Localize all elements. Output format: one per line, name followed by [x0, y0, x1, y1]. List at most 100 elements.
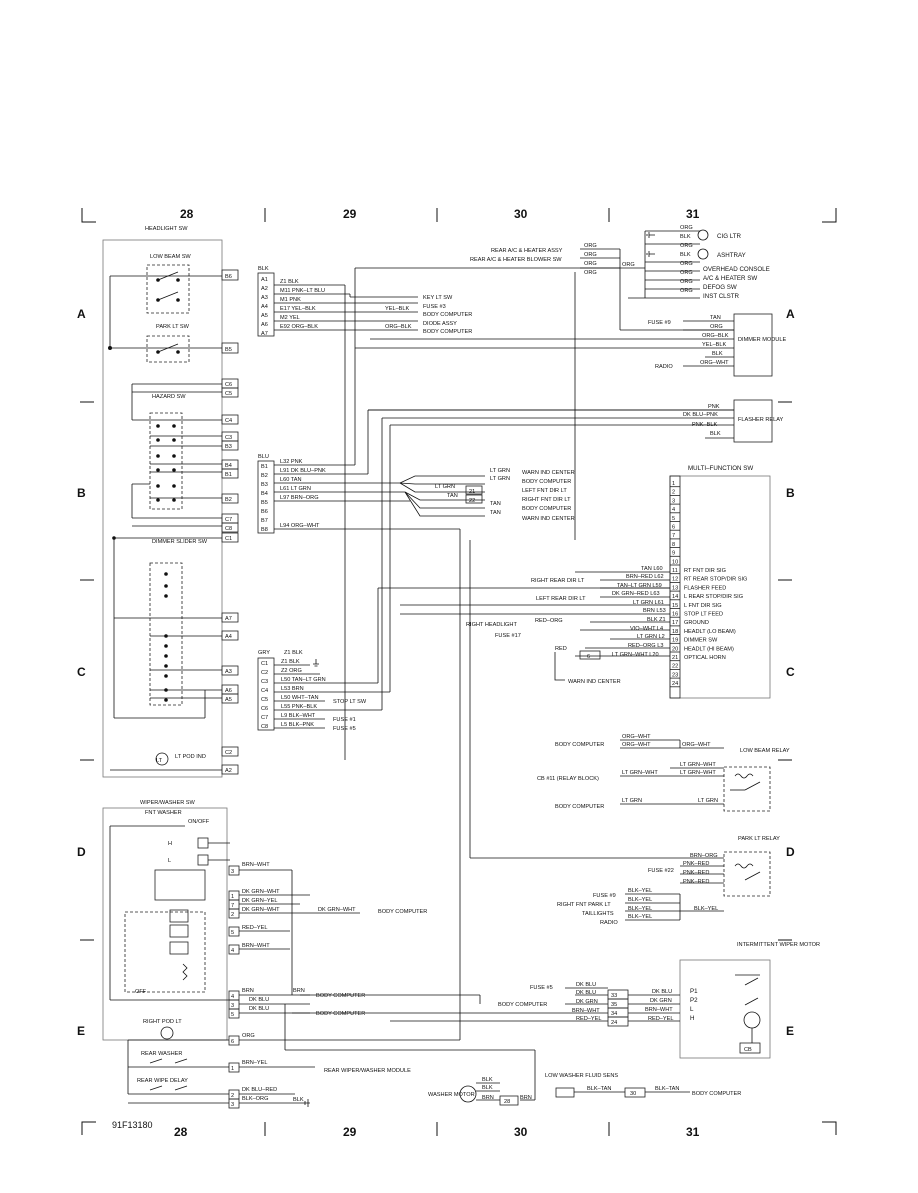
dm-org-blk: ORG–BLK: [702, 333, 729, 339]
wm-term-h: H: [690, 1015, 694, 1022]
pr-radio: RADIO: [600, 920, 618, 926]
pin-gry-c7: C7: [261, 715, 268, 721]
dest-warn-ind-center-2: WARN IND CENTER: [522, 516, 575, 522]
fl-pnk: PNK: [708, 404, 720, 410]
wp-6: 6: [231, 1039, 234, 1045]
mfs-w-brn: BRN L53: [643, 608, 666, 614]
blu-connector: BLU B1 B2 B3 B4 B5 B6 B7 B8 L32 PNK L91 …: [257, 267, 734, 540]
wsh-conn-30: 30: [630, 1091, 636, 1097]
wm-pin-35: 35: [611, 1002, 617, 1008]
dest-overhead-console: OVERHEAD CONSOLE: [703, 266, 770, 273]
lbr-body-computer-1: BODY COMPUTER: [555, 742, 604, 748]
ww-red-yel: RED–YEL: [242, 925, 268, 931]
flasher-title: FLASHER RELAY: [738, 417, 784, 423]
pin-b5: B5: [225, 347, 232, 353]
pin-c7: C7: [225, 517, 232, 523]
ww-dkblu: DK BLU: [249, 997, 269, 1003]
wm-body-computer: BODY COMPUTER: [498, 1002, 547, 1008]
dest-cig-ltr: CIG LTR: [717, 233, 741, 240]
gry-wire-4: L53 BRN: [281, 686, 304, 692]
park-lt-sw-label: PARK LT SW: [156, 324, 190, 330]
fl-dkblu-pnk: DK BLU–PNK: [683, 412, 718, 418]
multi-function-switch: MULTI–FUNCTION SW 1234567891011121314151…: [400, 465, 771, 699]
low-beam-sw-label: LOW BEAM SW: [150, 254, 191, 260]
washer-motor-label: WASHER MOTOR: [428, 1092, 475, 1098]
org-w6: ORG: [680, 243, 693, 249]
flasher-relay: FLASHER RELAY PNK DK BLU–PNK PNK–BLK BLK: [368, 399, 784, 443]
wsh-blk-2: BLK: [482, 1085, 493, 1091]
h-label: H: [168, 841, 172, 847]
wire-l61: L61 LT GRN: [280, 486, 311, 492]
pin-c1: C1: [225, 536, 232, 542]
headlight-switch-assembly: HEADLIGHT SW LOW BEAM SW PARK LT SW HAZA…: [102, 226, 239, 778]
pin-a6: A6: [225, 688, 232, 694]
mfs-pin-2: 2: [672, 490, 675, 496]
wm-pin-33: 33: [611, 993, 617, 999]
org-w1: ORG: [584, 243, 597, 249]
wm-term-p1: P1: [690, 988, 698, 995]
wire-z1-blk: Z1 BLK: [280, 279, 299, 285]
dest-fuse-5: FUSE #5: [333, 726, 356, 732]
tb-split-21: 21: [469, 489, 475, 495]
low-beam-relay: LOW BEAM RELAY BODY COMPUTER CB #11 (REL…: [537, 734, 790, 812]
blu-conn-label: BLU: [258, 454, 269, 460]
dest-inst-clstr: INST CLSTR: [703, 293, 740, 300]
wm-lw-dkblu-1: DK BLU: [576, 982, 596, 988]
org-w9: ORG: [680, 279, 693, 285]
mfs-pin-20: 20: [672, 646, 678, 652]
mfs-label-13: FLASHER FEED: [684, 585, 726, 591]
dest-fuse-3: FUSE #3: [423, 304, 446, 310]
lbr-w5: LT GRN–WHT: [622, 770, 658, 776]
pin-b3: B3: [225, 444, 232, 450]
ww-org: ORG: [242, 1033, 255, 1039]
dest-key-lt-sw: KEY LT SW: [423, 295, 453, 301]
wp-3b: 3: [231, 1003, 234, 1009]
pin-a3: A3: [225, 669, 232, 675]
dest-body-computer-4: BODY COMPUTER: [522, 506, 571, 512]
dimmer-radio: RADIO: [655, 364, 673, 370]
ww-dkblu-2: DK BLU: [249, 1006, 269, 1012]
mfs-pin-column: [669, 475, 681, 699]
pin-gry-c2: C2: [261, 670, 268, 676]
wsh-blk-1: BLK: [482, 1077, 493, 1083]
pin-c3: C3: [225, 435, 232, 441]
wp-3: 3: [231, 869, 234, 875]
mfs-pin-4: 4: [672, 507, 675, 513]
figure-id: 91F13180: [112, 1120, 153, 1130]
pin-blu-b3: B3: [261, 482, 268, 488]
mfs-pin-8: 8: [672, 542, 675, 548]
wire-l91: L91 DK BLU–PNK: [280, 468, 326, 474]
mfs-label-16: STOP LT FEED: [684, 612, 723, 618]
wm-rw-dkgrn: DK GRN: [650, 998, 672, 1004]
row-c-right: C: [786, 665, 795, 679]
ashtray-lamp-icon: [697, 248, 709, 260]
dimmer-module-title: DIMMER MODULE: [738, 337, 786, 343]
mfs-right-headlight: RIGHT HEADLIGHT: [466, 622, 517, 628]
row-d-right: D: [786, 845, 795, 859]
pr-pnk-red-3: PNK–RED: [683, 879, 709, 885]
dest-fuse-1: FUSE #1: [333, 717, 356, 723]
dm-tan: TAN: [710, 315, 721, 321]
mfs-w-tan-ltgrn: TAN–LT GRN L59: [617, 583, 662, 589]
dest-defog-sw: DEFOG SW: [703, 284, 737, 291]
org-w5: ORG: [680, 225, 693, 231]
mfs-pin-15: 15: [672, 603, 678, 609]
gry-conn-label: GRY: [258, 650, 270, 656]
mfs-pin-23: 23: [672, 672, 678, 678]
ww-dest-body-1: BODY COMPUTER: [378, 909, 427, 915]
ww-dest-rear-module: REAR WIPER/WASHER MODULE: [324, 1068, 411, 1074]
mfs-title: MULTI–FUNCTION SW: [688, 465, 753, 472]
ww-dest-body-3: BODY COMPUTER: [316, 1011, 365, 1017]
ww-blk-org: BLK–ORG: [242, 1096, 268, 1102]
relay-coil-icon: [730, 773, 761, 791]
lbr-w4: LT GRN–WHT: [680, 762, 716, 768]
tb-wire-1: LT GRN: [490, 468, 510, 474]
mfs-left-rear-dir-lt: LEFT REAR DIR LT: [536, 596, 586, 602]
pin-gry-c4: C4: [261, 688, 268, 694]
lt-pod-ind-label: LT POD IND: [175, 754, 206, 760]
wsh-blk-tan-2: BLK–TAN: [655, 1086, 679, 1092]
rear-ac-heater-assy: REAR A/C & HEATER ASSY: [491, 248, 563, 254]
wm-pin-34: 34: [611, 1011, 617, 1017]
gry-wire-3: L50 TAN–LT GRN: [281, 677, 326, 683]
